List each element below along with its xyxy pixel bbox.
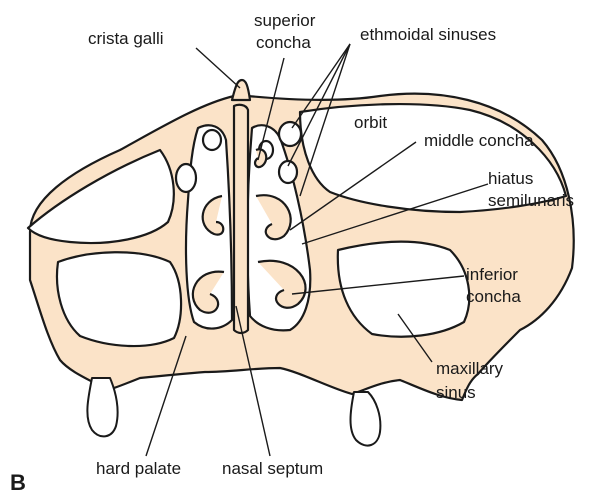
left-tooth [87, 378, 117, 436]
ethmoid-cell [279, 122, 301, 146]
ethmoidal-sinuses-label: ethmoidal sinuses [360, 25, 496, 44]
crista-galli-label: crista galli [88, 29, 164, 48]
superior-concha-label-line1: superior [254, 11, 316, 30]
maxillary-sinus-label-line2: sinus [436, 383, 476, 402]
superior-concha-label-line2: concha [256, 33, 311, 52]
ethmoid-cell [176, 164, 196, 192]
ethmoid-cell [203, 130, 221, 150]
left-maxillary-sinus-cavity [57, 252, 181, 346]
hard-palate-label: hard palate [96, 459, 181, 478]
crista-galli-leader [196, 48, 240, 88]
inferior-concha-label-line1: inferior [466, 265, 518, 284]
maxillary-sinus-label-line1: maxillary [436, 359, 504, 378]
inferior-concha-label-line2: concha [466, 287, 521, 306]
nasal-septum-label: nasal septum [222, 459, 323, 478]
hiatus-semilunaris-label-line2: semilunaris [488, 191, 574, 210]
ethmoid-cell [279, 161, 297, 183]
right-tooth [351, 392, 381, 446]
nasal-septum-shape [234, 105, 248, 333]
orbit-label: orbit [354, 113, 387, 132]
hiatus-semilunaris-label-line1: hiatus [488, 169, 533, 188]
panel-letter: B [10, 470, 26, 493]
middle-concha-label: middle concha [424, 131, 534, 150]
